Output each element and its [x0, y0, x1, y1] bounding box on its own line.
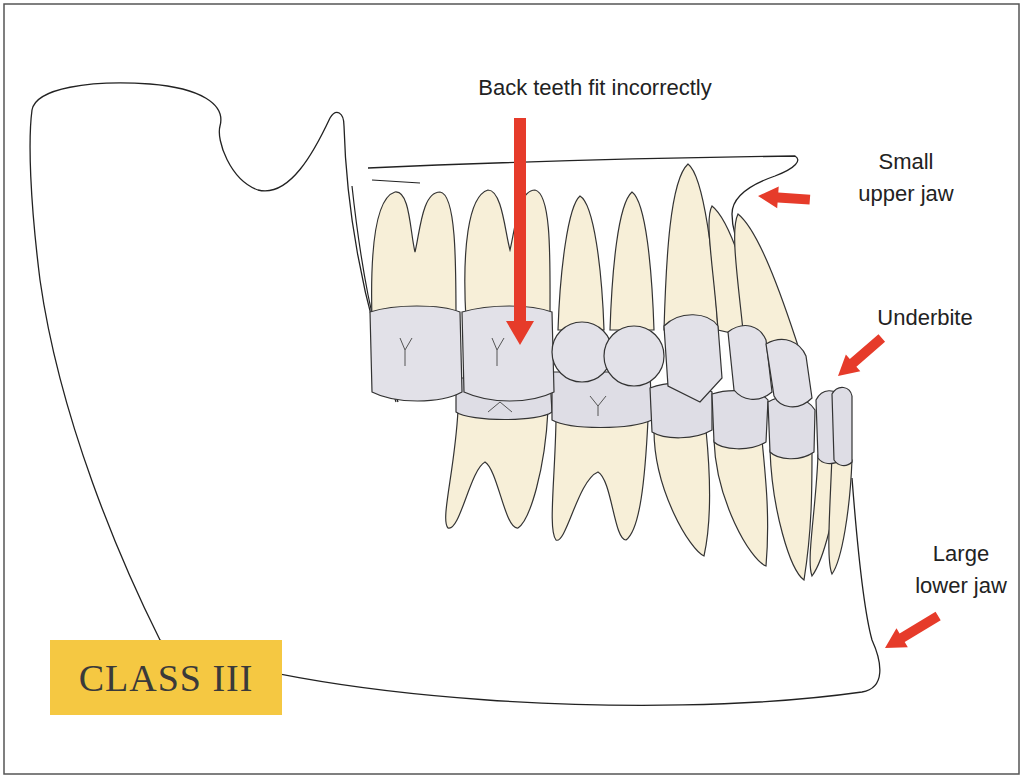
upper-premolar-crown — [552, 322, 612, 382]
upper-premolar-crown — [604, 326, 664, 386]
lower-incisor-crown — [832, 387, 852, 465]
upper-molar-crown — [462, 306, 554, 401]
upper-canine-crown — [664, 315, 722, 402]
class-badge: CLASS III — [50, 640, 282, 715]
callout-label: Back teeth fit incorrectly — [420, 72, 770, 104]
lower-molar-root — [446, 410, 548, 528]
cusp-mark — [400, 338, 412, 366]
upper-premolar-root — [610, 192, 654, 330]
callout-arrow — [879, 607, 943, 658]
callout-arrow — [831, 330, 889, 385]
callout-label: Small upper jaw — [852, 146, 960, 210]
upper-incisor-crown — [728, 326, 772, 400]
upper-incisor-crown — [766, 340, 812, 407]
lower-premolar-root — [714, 440, 768, 566]
cusp-mark — [488, 402, 512, 412]
upper-premolar-root — [558, 196, 604, 330]
lower-canine-root — [770, 450, 812, 580]
callout-label: Large lower jaw — [908, 538, 1014, 602]
lower-premolar-crown — [712, 391, 768, 449]
lower-incisor-root — [829, 455, 852, 574]
mandible-ramus — [30, 83, 398, 640]
callout-label: Underbite — [860, 302, 990, 334]
upper-molar-root — [465, 190, 550, 320]
lower-molar-root — [552, 420, 648, 540]
cusp-mark — [590, 396, 606, 416]
cusp-mark — [492, 338, 504, 366]
upper-molar-crown — [370, 306, 462, 401]
upper-molar-root — [372, 192, 456, 320]
maxilla-line — [372, 180, 420, 183]
lower-premolar-root — [654, 430, 710, 556]
callout-arrow — [506, 118, 534, 345]
callout-arrow — [757, 185, 810, 211]
frame — [4, 4, 1019, 774]
badge-text: CLASS III — [79, 656, 254, 700]
